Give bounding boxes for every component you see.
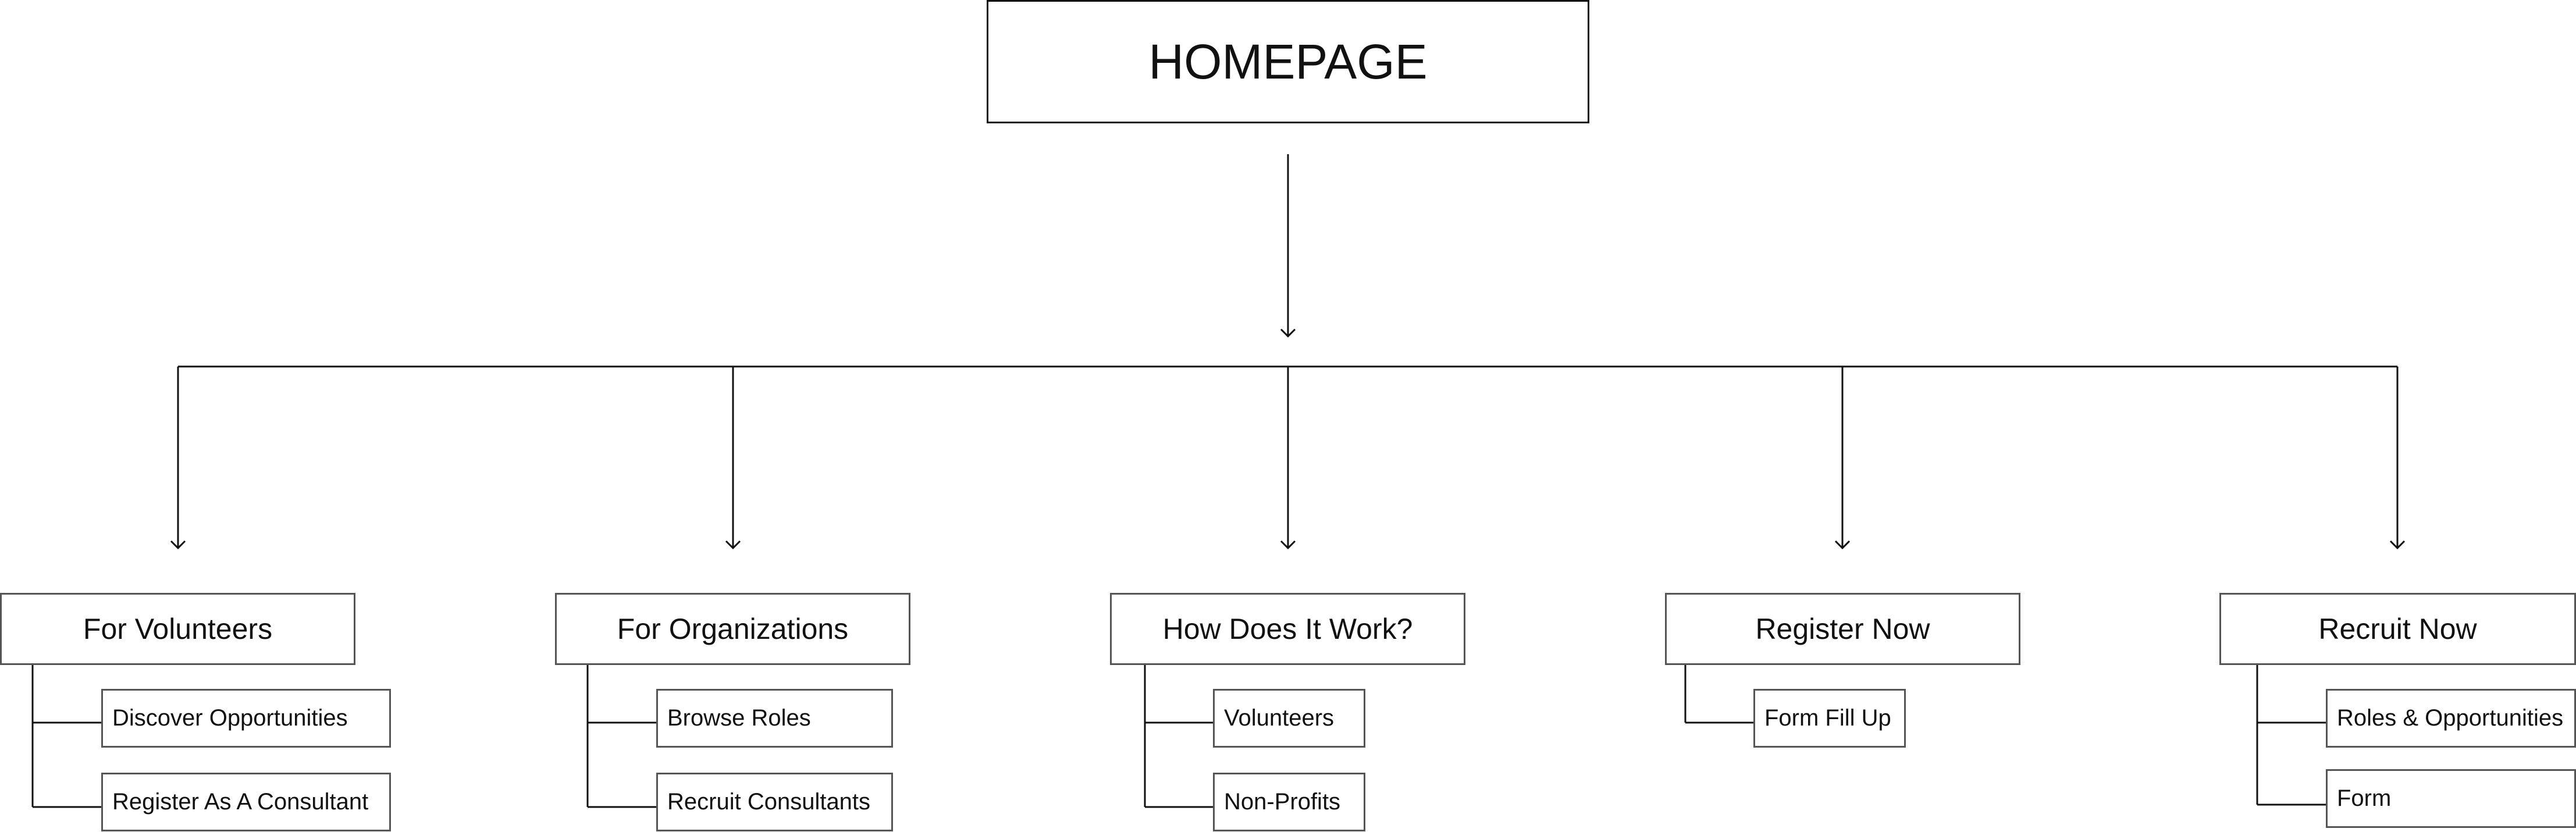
page-register-as-a-consultant: Register As A Consultant — [101, 773, 391, 831]
page-label: Form — [2337, 785, 2392, 811]
page-label: Volunteers — [1224, 705, 1335, 731]
page-label: Discover Opportunities — [112, 705, 348, 731]
section-register-now: Register Now — [1665, 593, 2020, 665]
section-label: For Organizations — [617, 613, 849, 645]
page-label: Recruit Consultants — [667, 789, 871, 815]
section-label: Register Now — [1755, 613, 1930, 645]
page-form: Form — [2326, 769, 2576, 828]
drop-arrow-for-volunteers — [170, 540, 186, 550]
section-label: For Volunteers — [83, 613, 273, 645]
page-browse-roles: Browse Roles — [656, 689, 893, 748]
page-volunteers: Volunteers — [1213, 689, 1365, 748]
drop-arrow-for-organizations — [725, 540, 741, 550]
page-label: Form Fill Up — [1764, 705, 1891, 731]
section-label: How Does It Work? — [1162, 613, 1413, 645]
section-for-volunteers: For Volunteers — [0, 593, 355, 665]
drop-arrow-recruit-now — [2389, 540, 2406, 550]
section-how-does-it-work: How Does It Work? — [1110, 593, 1465, 665]
homepage-label: HOMEPAGE — [1148, 34, 1428, 89]
root-arrow-head — [1280, 328, 1296, 338]
page-recruit-consultants: Recruit Consultants — [656, 773, 893, 831]
drop-arrow-register-now — [1834, 540, 1851, 550]
page-discover-opportunities: Discover Opportunities — [101, 689, 391, 748]
page-label: Browse Roles — [667, 705, 811, 731]
section-label: Recruit Now — [2318, 613, 2477, 645]
page-non-profits: Non-Profits — [1213, 773, 1365, 831]
page-form-fill-up: Form Fill Up — [1753, 689, 1906, 748]
page-label: Roles & Opportunities — [2337, 705, 2564, 731]
homepage-node: HOMEPAGE — [987, 0, 1589, 123]
page-label: Non-Profits — [1224, 789, 1341, 815]
page-label: Register As A Consultant — [112, 789, 369, 815]
drop-arrow-how-does-it-work — [1280, 540, 1296, 550]
page-roles-opportunities: Roles & Opportunities — [2326, 689, 2576, 748]
section-for-organizations: For Organizations — [555, 593, 910, 665]
section-recruit-now: Recruit Now — [2219, 593, 2576, 665]
